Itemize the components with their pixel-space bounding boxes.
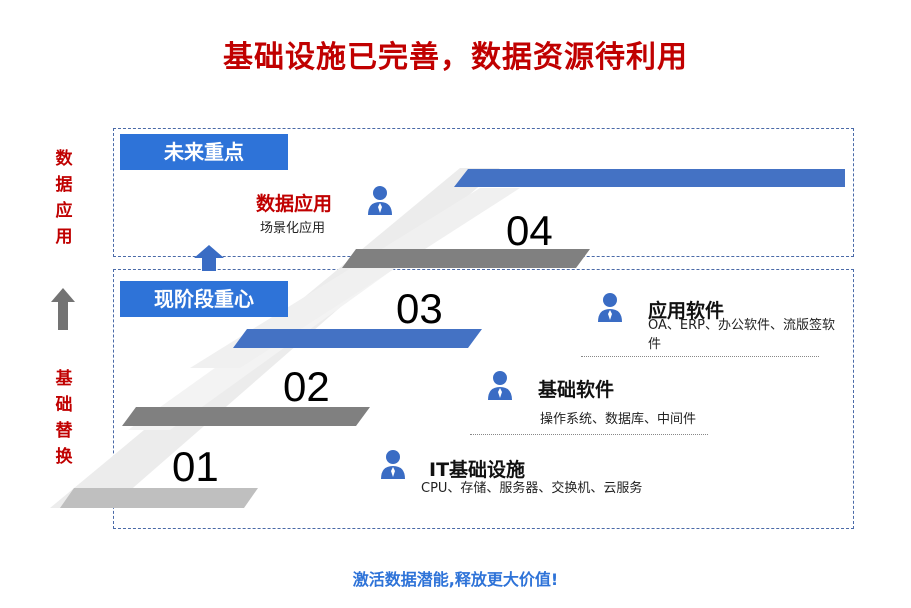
step-number-04: 04: [506, 207, 553, 254]
step-bar-top: [454, 169, 845, 187]
future-focus-tag: 未来重点: [120, 134, 288, 170]
gray-up-arrow-icon: [51, 288, 75, 330]
person-icon: [598, 293, 622, 322]
step-number-03: 03: [396, 285, 443, 332]
step-number-02: 02: [283, 363, 330, 410]
footer-slogan: 激活数据潜能,释放更大价值!: [352, 570, 559, 589]
person-icon: [368, 186, 392, 215]
it-infra-title: IT基础设施: [429, 459, 526, 481]
data-app-desc: 场景化应用: [260, 221, 326, 236]
it-infra-desc: CPU、存储、服务器、交换机、云服务: [421, 481, 643, 496]
base-software-title: 基础软件: [538, 379, 615, 401]
side-label-bottom: 基础替换: [55, 369, 73, 467]
step-bar-03: [233, 329, 482, 348]
page-title: 基础设施已完善，数据资源待利用: [223, 40, 688, 75]
divider: [581, 356, 819, 357]
divider: [470, 434, 708, 435]
side-label-top: 数据应用: [55, 149, 73, 247]
person-icon: [488, 371, 512, 400]
base-software-desc: 操作系统、数据库、中间件: [540, 412, 697, 427]
data-app-title: 数据应用: [256, 193, 333, 215]
step-bar-02: [122, 407, 370, 426]
step-bar-04: [342, 249, 590, 268]
current-focus-tag: 现阶段重心: [120, 281, 288, 317]
app-software-title: 应用软件: [648, 300, 725, 322]
person-icon: [381, 450, 405, 479]
app-software-desc: OA、ERP、办公软件、流版签软件: [648, 318, 835, 352]
step-number-01: 01: [172, 443, 219, 490]
current-box: [113, 269, 854, 529]
step-bar-01: [60, 488, 258, 508]
up-arrow-icon: [194, 245, 224, 271]
